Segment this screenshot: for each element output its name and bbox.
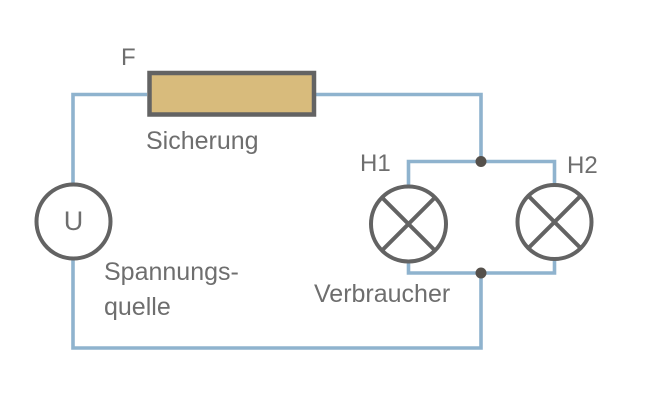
- fuse-symbol: [147, 70, 317, 117]
- fuse-ref-label: F: [121, 44, 136, 71]
- junction-dot-top: [475, 156, 487, 167]
- load-name-label: Verbraucher: [314, 280, 451, 308]
- voltage-source-symbol-label: U: [63, 206, 84, 236]
- voltage-source-name-line1: Spannungs-: [104, 258, 239, 286]
- fuse-name-label: Sicherung: [146, 127, 259, 155]
- lamp-h1-ref-label: H1: [360, 150, 391, 177]
- lamp-h2-ref-label: H2: [567, 152, 598, 179]
- lamp-h1-symbol: [369, 184, 448, 264]
- voltage-source-name-label: Spannungs- quelle: [104, 255, 239, 325]
- wire-fuse-to-junction: [316, 92, 483, 162]
- voltage-source-symbol: [34, 182, 113, 261]
- lamp-h2-symbol: [515, 183, 594, 261]
- junction-dot-bottom: [475, 267, 487, 279]
- wire-main-loop: [71, 92, 483, 350]
- voltage-source-name-line2: quelle: [104, 293, 171, 321]
